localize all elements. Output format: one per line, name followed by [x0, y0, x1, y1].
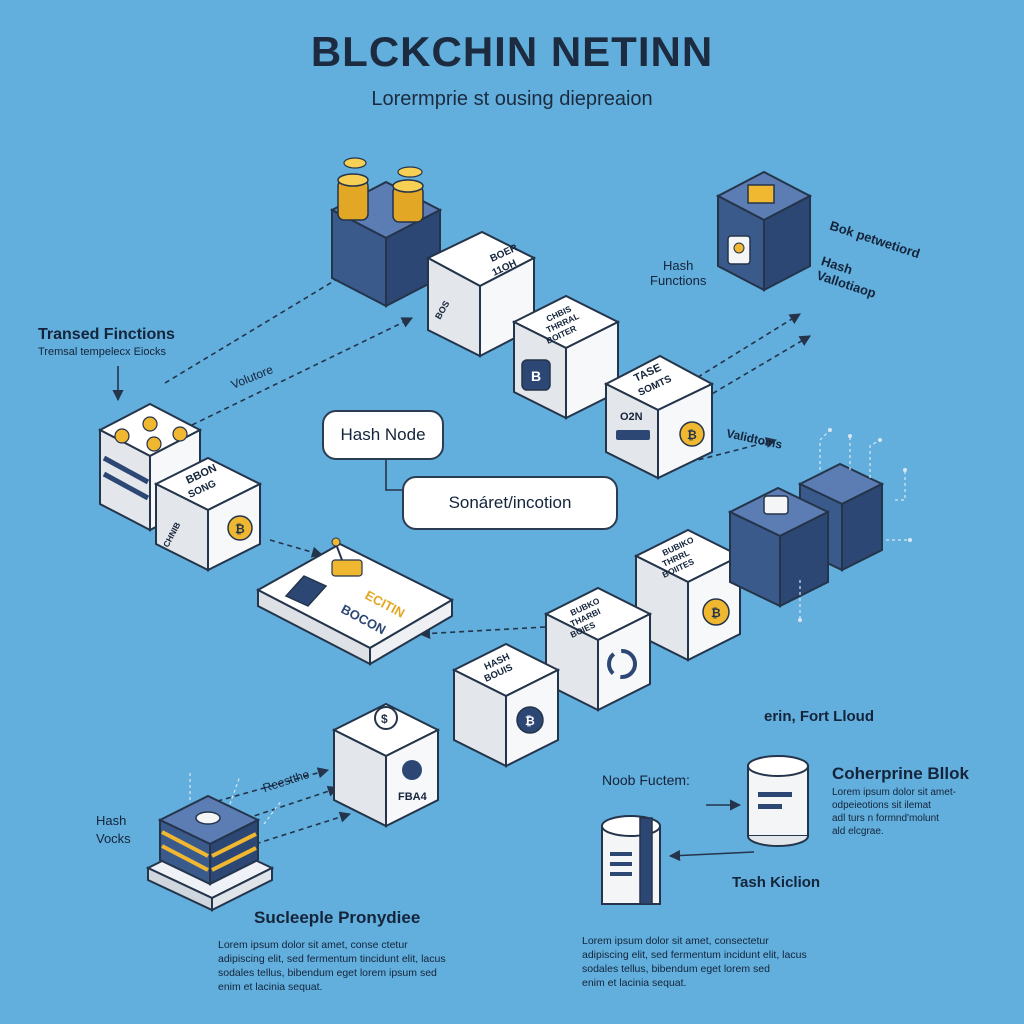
svg-text:₿: ₿	[687, 428, 697, 442]
coin-stack-2	[392, 166, 424, 223]
connector-reestthe-3	[199, 767, 330, 807]
chain-block-1: BOER 11OH BOS	[425, 230, 537, 358]
bitcoin-icon	[516, 706, 544, 734]
connector-hash-functions	[689, 313, 801, 383]
coherprine-text: Lorem ipsum dolor sit amet- odpeieotions…	[832, 787, 956, 837]
bottom-block-label: FBA4	[398, 791, 428, 803]
connector-volutore	[191, 317, 414, 426]
right-paragraph: Lorem ipsum dolor sit amet, consectetur …	[582, 935, 807, 989]
connector-validtoms	[689, 437, 778, 463]
svg-text:O2N: O2N	[620, 411, 643, 423]
transed-subtitle: Tremsal tempelecx Eiocks	[38, 346, 166, 358]
bottom-chain-block: $ FBA4	[331, 702, 441, 828]
svg-text:$: $	[381, 712, 388, 726]
tash-kiclion-label: Tash Kiclion	[732, 874, 821, 891]
left-paragraph: Lorem ipsum dolor sit amet, conse ctetur…	[218, 939, 446, 993]
sonaret-bubble: Sonáret/incotion	[402, 476, 618, 530]
noob-fuctem-label: Noob Fuctem:	[602, 772, 690, 788]
sucleeple-title: Sucleeple Pronydiee	[254, 908, 421, 927]
dollar-icon	[374, 706, 398, 730]
svg-text:₿: ₿	[235, 522, 245, 536]
hash-functions-label: Hash Functions	[650, 258, 707, 288]
hash-node-bubble: Hash Node	[322, 410, 444, 460]
svg-text:₿: ₿	[525, 714, 535, 728]
connector-card-return	[418, 626, 546, 640]
connector-hash-validation	[704, 335, 811, 399]
sync-icon	[607, 649, 637, 679]
navy-protection-block	[715, 170, 813, 292]
navy-coin-block	[329, 157, 443, 308]
coin-stack-1	[337, 157, 369, 221]
dot-icon	[402, 760, 422, 780]
page-subtitle: Lorermprie st ousing diepreaion	[371, 88, 653, 110]
coherprine-title: Coherprine Bllok	[832, 764, 969, 783]
navy-server-cluster	[727, 428, 912, 622]
coin-icon	[227, 515, 253, 541]
hash-stack	[145, 772, 283, 912]
connector-card	[269, 539, 324, 558]
transed-title: Transed Finctions	[38, 326, 175, 343]
hash-vocks-label: Hash Vocks	[96, 813, 131, 846]
coin-icon	[702, 598, 730, 626]
b-badge-icon	[521, 359, 551, 391]
database-1	[747, 755, 809, 847]
chain-block-2: CHBIS THRRAL BOITER B	[511, 294, 621, 420]
bitcoin-card: ECITIN BOCON	[255, 537, 455, 666]
database-2	[601, 815, 661, 905]
chain-block-3: TASE SOMTS O2N ₿	[603, 354, 715, 480]
chain-block-m2: BUBKO THARBI BOIES	[543, 586, 653, 712]
chain-block-m3: BUBIKO THRRL BOIITES ₿	[633, 528, 743, 662]
svg-text:₿: ₿	[711, 606, 721, 620]
connector-tash	[668, 849, 755, 862]
erin-fort-label: erin, Fort Lloud	[764, 708, 874, 725]
chain-block-m1: HASH BOUIS ₿	[451, 642, 561, 768]
svg-text:B: B	[531, 368, 541, 384]
left-chain-block: BBON SONG CHNIB ₿	[153, 456, 263, 572]
page-title: BLCKCHIN NETINN	[310, 28, 714, 75]
coin-icon	[679, 421, 705, 447]
